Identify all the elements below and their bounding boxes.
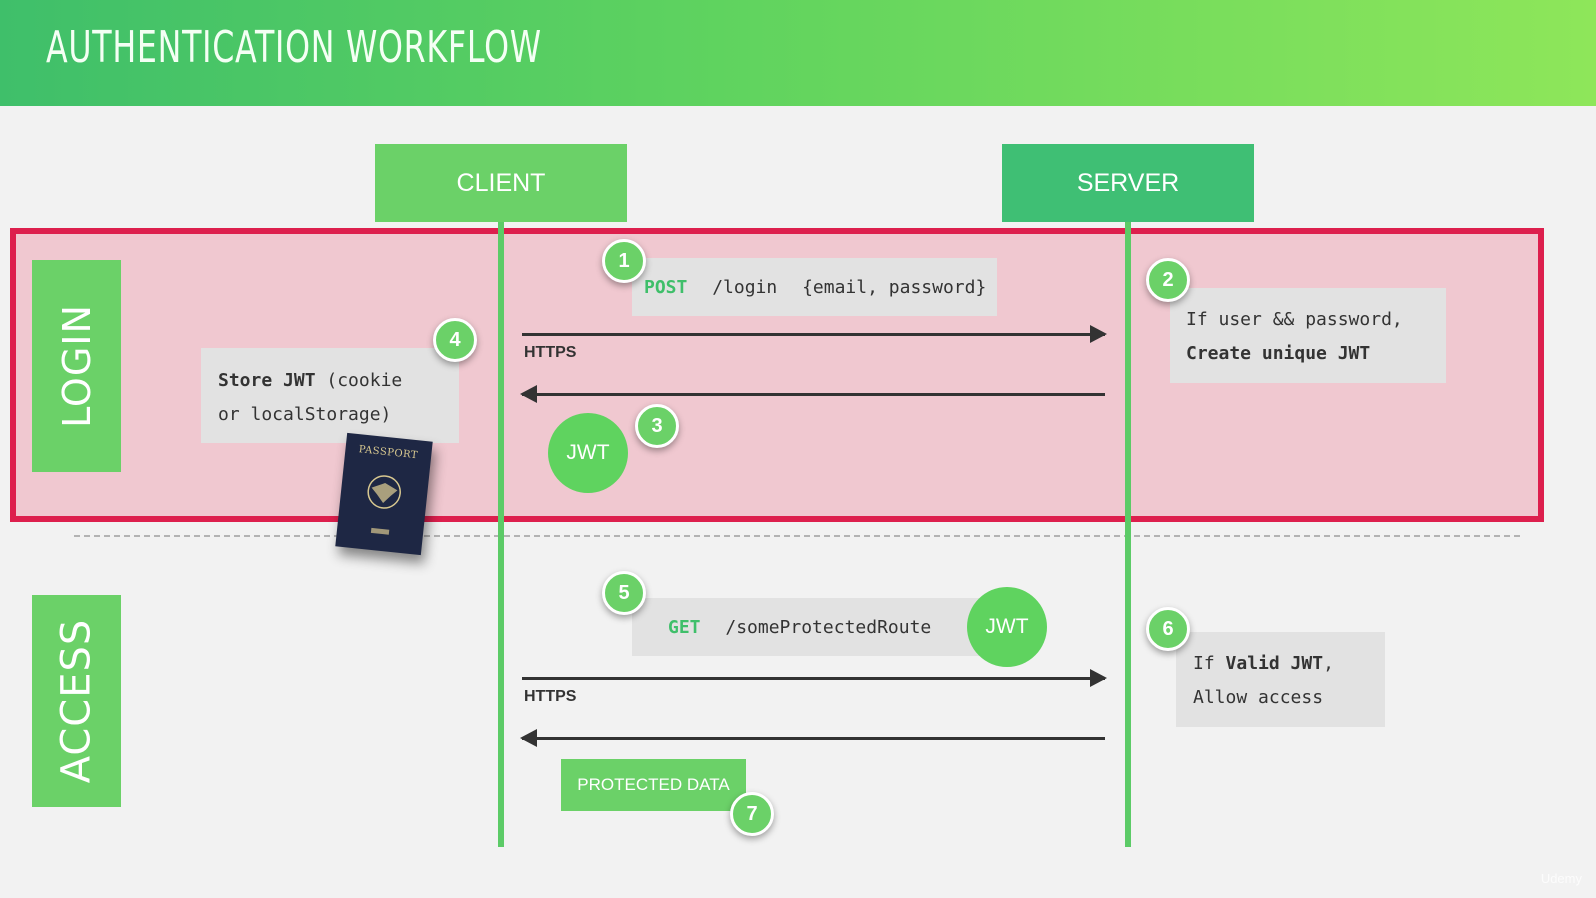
- page-title: AUTHENTICATION WORKFLOW: [46, 22, 542, 73]
- client-lifeline: [498, 222, 504, 847]
- client-column-header: CLIENT: [375, 144, 627, 222]
- login-method: POST: [644, 277, 688, 298]
- access-path: /someProtectedRoute: [725, 617, 932, 638]
- login-response-arrow: [520, 385, 1105, 403]
- eagle-seal-icon: [367, 475, 401, 535]
- access-method: GET: [668, 617, 701, 638]
- server-verify-jwt-box: If Valid JWT, Allow access: [1176, 632, 1385, 727]
- login-section-label: LOGIN: [32, 260, 121, 472]
- access-request-box: GET /someProtectedRoute: [632, 598, 999, 656]
- step-6-badge: 6: [1146, 607, 1190, 651]
- client-store-jwt-box: Store JWT (cookie or localStorage): [201, 348, 459, 443]
- login-https-label: HTTPS: [524, 344, 577, 361]
- store-jwt-rest: (cookie: [315, 370, 403, 391]
- section-divider: [74, 535, 1520, 537]
- access-request-arrow: [522, 669, 1107, 687]
- login-label-text: LOGIN: [54, 304, 99, 428]
- access-section-label: ACCESS: [32, 595, 121, 807]
- login-body: {email, password}: [802, 277, 987, 298]
- header-bar: AUTHENTICATION WORKFLOW: [0, 0, 1596, 106]
- verify-prefix: If: [1193, 653, 1226, 674]
- login-request-box: POST /login {email, password}: [632, 258, 997, 316]
- server-column-header: SERVER: [1002, 144, 1254, 222]
- server-create-jwt-box: If user && password, Create unique JWT: [1170, 288, 1446, 383]
- passport-image: PASSPORT: [335, 432, 433, 556]
- step-7-badge: 7: [730, 792, 774, 836]
- login-path: /login: [712, 277, 778, 298]
- access-jwt-token: JWT: [967, 587, 1047, 667]
- store-jwt-bold: Store JWT: [218, 370, 316, 391]
- server-action-text: Create unique JWT: [1186, 343, 1371, 364]
- access-label-text: ACCESS: [53, 618, 100, 784]
- access-https-label: HTTPS: [524, 688, 577, 705]
- verify-line2: Allow access: [1193, 687, 1324, 708]
- step-1-badge: 1: [602, 239, 646, 283]
- store-jwt-line2: or localStorage): [218, 404, 392, 425]
- login-request-arrow: [522, 325, 1107, 343]
- step-4-badge: 4: [433, 318, 477, 362]
- protected-data-box: PROTECTED DATA: [561, 759, 746, 811]
- server-lifeline: [1125, 222, 1131, 847]
- udemy-watermark-logo: Udemy: [1540, 871, 1582, 886]
- verify-suffix: ,: [1323, 653, 1334, 674]
- access-response-arrow: [520, 729, 1105, 747]
- login-jwt-token: JWT: [548, 413, 628, 493]
- step-5-badge: 5: [602, 571, 646, 615]
- server-condition-text: If user && password,: [1186, 309, 1403, 330]
- verify-bold: Valid JWT: [1225, 653, 1324, 674]
- step-2-badge: 2: [1146, 258, 1190, 302]
- step-3-badge: 3: [635, 404, 679, 448]
